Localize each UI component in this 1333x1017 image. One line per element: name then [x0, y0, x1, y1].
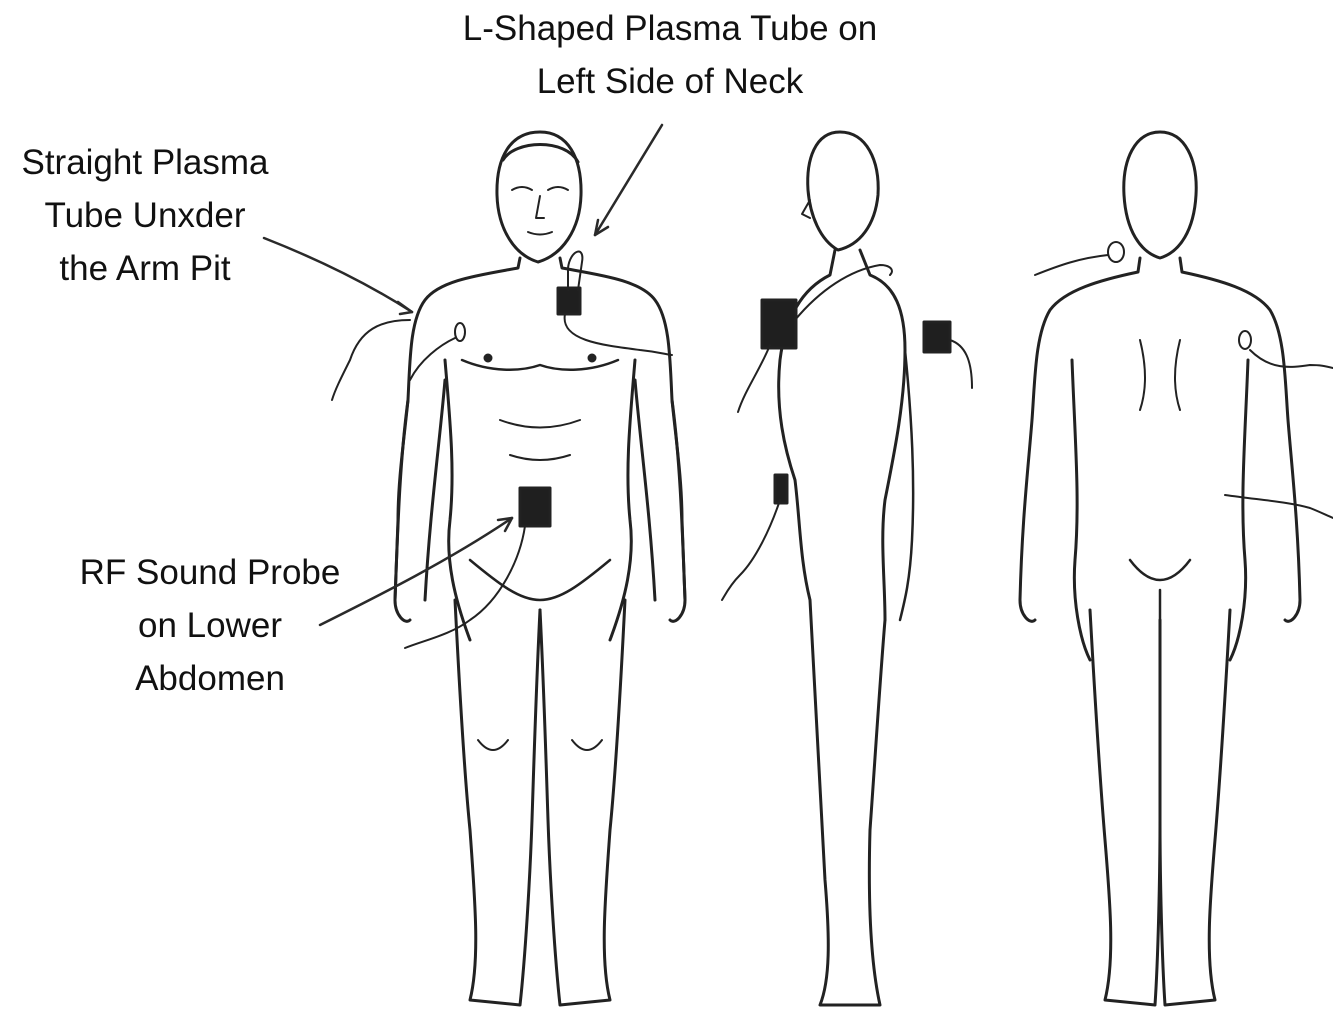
- label-line: Tube Unxder: [0, 189, 290, 242]
- chest-pad-side: [762, 300, 796, 348]
- back-view-figure: [1020, 132, 1300, 1005]
- label-line: L-Shaped Plasma Tube on: [430, 2, 910, 55]
- neck-pad-front: [558, 288, 580, 314]
- shoulder-pad-side: [924, 322, 950, 352]
- neck-tube-label: L-Shaped Plasma Tube on Left Side of Nec…: [430, 2, 910, 108]
- label-line: the Arm Pit: [0, 242, 290, 295]
- armpit-tube-label: Straight Plasma Tube Unxder the Arm Pit: [0, 136, 290, 295]
- label-line: Abdomen: [60, 652, 360, 705]
- label-line: on Lower: [60, 599, 360, 652]
- label-line: Straight Plasma: [0, 136, 290, 189]
- device-pads: [455, 242, 1251, 526]
- hip-pad-side: [775, 475, 787, 503]
- side-view-figure: [779, 132, 913, 1005]
- armpit-tube-front: [455, 323, 465, 341]
- armpit-tube-back: [1239, 331, 1251, 349]
- label-line: Left Side of Neck: [430, 55, 910, 108]
- device-cords: [332, 252, 1333, 648]
- neck-tube-back: [1108, 242, 1124, 262]
- neck-annotation-arrow: [595, 125, 662, 235]
- label-line: RF Sound Probe: [60, 546, 360, 599]
- abdomen-probe-pad: [520, 488, 550, 526]
- abdomen-probe-label: RF Sound Probe on Lower Abdomen: [60, 546, 360, 705]
- front-view-figure: [395, 132, 685, 1005]
